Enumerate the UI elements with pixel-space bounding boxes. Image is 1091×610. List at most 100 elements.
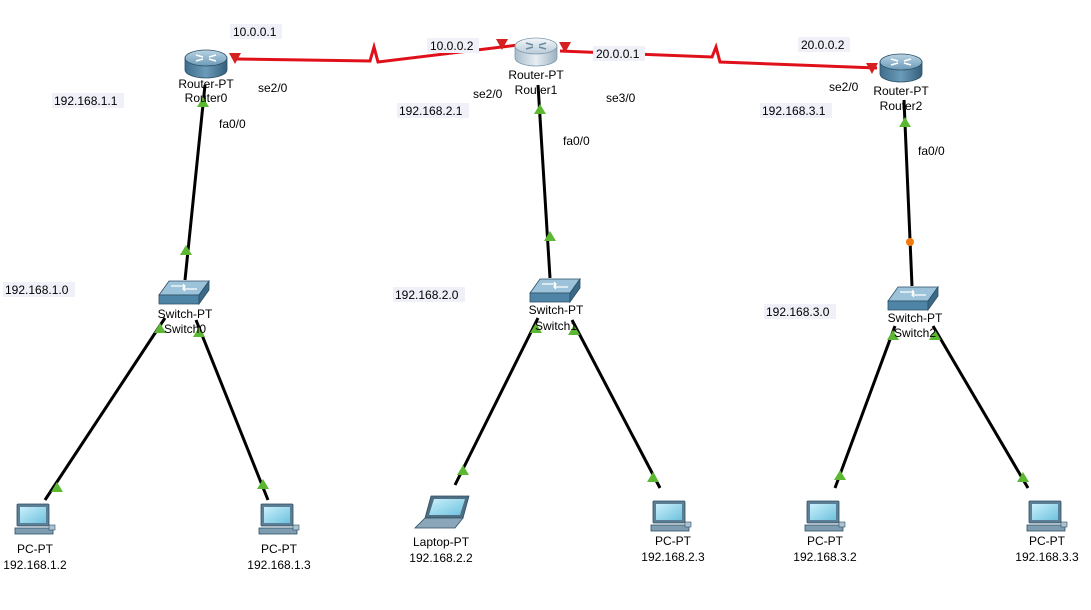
router-icon xyxy=(879,53,923,83)
router1-lan-ip: 192.168.2.1 xyxy=(399,104,463,118)
switch-model: Switch-PT xyxy=(888,311,943,325)
link-status-down-triangle xyxy=(866,63,878,74)
router0-lan-ip: 192.168.1.1 xyxy=(54,94,118,108)
ethernet-link-switch0-pc1[interactable] xyxy=(194,319,270,501)
link-status-up-triangle xyxy=(534,104,546,114)
link-status-up-triangle xyxy=(457,465,469,475)
link-status-down-triangle xyxy=(496,39,508,50)
host-ip: 192.168.3.2 xyxy=(793,550,857,564)
serial-link-router1-router2[interactable] xyxy=(559,42,878,70)
router2-lan-ip: 192.168.3.1 xyxy=(762,104,826,118)
link-status-up-triangle xyxy=(197,97,209,107)
switch-icon xyxy=(887,285,939,312)
link-status-indicators xyxy=(51,39,1029,492)
pc-2[interactable]: PC-PT 192.168.2.3 xyxy=(641,500,705,564)
router-icon xyxy=(514,37,558,67)
router-name: Router0 xyxy=(185,91,228,105)
ethernet-link-switch0-pc0[interactable] xyxy=(43,317,167,501)
host-model: PC-PT xyxy=(1029,534,1066,548)
ethernet-link-router2-switch2[interactable] xyxy=(902,99,914,287)
switch-icon xyxy=(529,277,581,304)
pc-4[interactable]: PC-PT 192.168.3.3 xyxy=(1015,500,1079,564)
pc-3[interactable]: PC-PT 192.168.3.2 xyxy=(793,500,857,564)
pc-1[interactable]: PC-PT 192.168.1.3 xyxy=(247,503,311,572)
router-model: Router-PT xyxy=(873,84,929,98)
serial1-a-ip: 20.0.0.1 xyxy=(596,47,640,61)
serial-link-router0-router1[interactable] xyxy=(236,41,519,64)
router-2[interactable]: Router-PT Router2 xyxy=(873,53,929,113)
pc-icon xyxy=(258,503,300,535)
host-model: PC-PT xyxy=(655,534,692,548)
link-status-up-triangle xyxy=(193,327,205,337)
ethernet-link-switch1-pc2[interactable] xyxy=(570,319,662,489)
links xyxy=(43,41,1030,501)
switch-model: Switch-PT xyxy=(529,303,584,317)
router1-serial-if-2: se3/0 xyxy=(606,91,636,105)
router-0[interactable]: Router-PT Router0 xyxy=(178,49,234,105)
link-status-down-triangle xyxy=(229,53,241,64)
serial1-b-ip: 20.0.0.2 xyxy=(801,38,845,52)
switch2-network: 192.168.3.0 xyxy=(766,305,830,319)
switch-model: Switch-PT xyxy=(158,307,213,321)
laptop-icon xyxy=(414,495,470,529)
ethernet-link-switch2-pc4[interactable] xyxy=(931,325,1030,489)
link-status-up-triangle xyxy=(834,470,846,480)
host-model: PC-PT xyxy=(17,542,54,556)
router0-serial-if: se2/0 xyxy=(258,81,288,95)
serial0-b-ip: 10.0.0.2 xyxy=(430,39,474,53)
host-ip: 192.168.1.3 xyxy=(247,558,311,572)
router2-lan-if: fa0/0 xyxy=(918,144,945,158)
switch-0[interactable]: Switch-PT Switch0 xyxy=(158,279,213,336)
network-labels: 192.168.1.1 192.168.2.1 192.168.3.1 192.… xyxy=(3,24,945,319)
router-icon xyxy=(184,49,228,79)
switch-name: Switch0 xyxy=(164,322,206,336)
router-model: Router-PT xyxy=(178,77,234,91)
switch0-network: 192.168.1.0 xyxy=(5,283,69,297)
router-name: Router1 xyxy=(515,83,558,97)
switch-name: Switch1 xyxy=(535,319,577,333)
laptop-0[interactable]: Laptop-PT 192.168.2.2 xyxy=(409,495,473,565)
link-status-up-triangle xyxy=(154,323,166,333)
link-status-up-triangle xyxy=(1017,472,1029,482)
host-ip: 192.168.3.3 xyxy=(1015,550,1079,564)
router2-serial-if: se2/0 xyxy=(829,80,859,94)
pc-0[interactable]: PC-PT 192.168.1.2 xyxy=(3,503,67,572)
switch1-network: 192.168.2.0 xyxy=(395,288,459,302)
host-model: PC-PT xyxy=(807,534,844,548)
link-status-up-triangle xyxy=(568,325,580,335)
host-ip: 192.168.2.2 xyxy=(409,551,473,565)
router1-lan-if: fa0/0 xyxy=(563,134,590,148)
serial0-a-ip: 10.0.0.1 xyxy=(233,25,277,39)
router-1[interactable]: Router-PT Router1 xyxy=(508,37,564,97)
pc-icon xyxy=(804,500,846,532)
link-status-up-triangle xyxy=(544,231,556,241)
link-status-up-triangle xyxy=(257,479,269,489)
link-status-up-triangle xyxy=(51,482,63,492)
ethernet-link-router0-switch0[interactable] xyxy=(183,84,207,281)
host-model: PC-PT xyxy=(261,542,298,556)
link-status-down-triangle xyxy=(559,42,571,53)
host-ip: 192.168.2.3 xyxy=(641,550,705,564)
router-name: Router2 xyxy=(880,99,923,113)
switch-2[interactable]: Switch-PT Switch2 xyxy=(887,285,943,340)
link-status-up-triangle xyxy=(180,245,192,255)
link-status-pending-dot xyxy=(906,238,914,246)
ethernet-link-switch1-laptop0[interactable] xyxy=(453,317,540,486)
link-status-up-triangle xyxy=(899,117,911,127)
pc-icon xyxy=(650,500,692,532)
link-status-up-triangle xyxy=(530,323,542,333)
router0-lan-if: fa0/0 xyxy=(219,117,246,131)
ethernet-link-switch2-pc3[interactable] xyxy=(833,325,897,489)
pc-icon xyxy=(14,503,56,535)
router-model: Router-PT xyxy=(508,68,564,82)
link-status-up-triangle xyxy=(647,472,659,482)
link-status-up-triangle xyxy=(929,330,941,340)
switch-name: Switch2 xyxy=(894,326,936,340)
switch-1[interactable]: Switch-PT Switch1 xyxy=(529,277,584,333)
ethernet-link-router1-switch1[interactable] xyxy=(536,84,552,279)
link-status-up-triangle xyxy=(887,330,899,340)
host-ip: 192.168.1.2 xyxy=(3,558,67,572)
host-model: Laptop-PT xyxy=(413,535,470,549)
switch-icon xyxy=(158,279,210,306)
